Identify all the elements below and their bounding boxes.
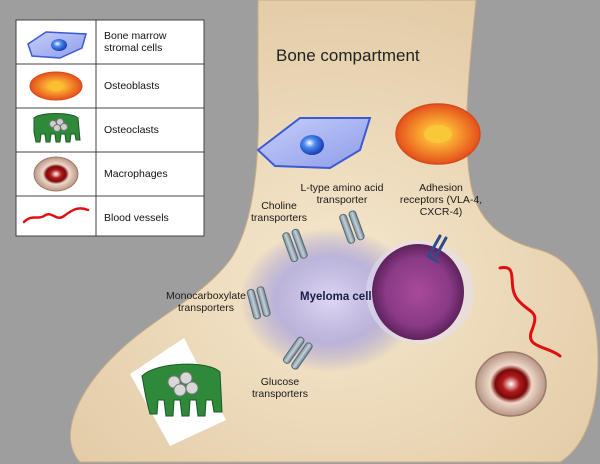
legend-label-osteoclast: Osteoclasts [104,124,159,136]
diagram-title: Bone compartment [276,46,420,65]
bone-marrow-stromal-cell-icon [27,31,87,59]
stromal-cell [256,117,372,170]
monocarboxylate-transporters-label: Monocarboxylate transporters [166,290,246,314]
glucose-transporters-label: Glucose transporters [251,376,309,400]
choline-transporter-shape [282,228,308,263]
legend-label-vessel: Blood vessels [104,212,169,224]
blood-vessel [498,266,562,358]
l-type-amino-acid-transporter-label: L-type amino acid transporter [300,182,384,206]
myeloma-cell-label: Myeloma cell [300,291,372,303]
legend [15,19,205,237]
monocarboxylate-transporter-shape [246,286,271,320]
legend-label-macrophage: Macrophages [104,168,168,180]
blood-vessel-icon [22,207,90,224]
osteoclast-icon [33,113,81,143]
osteoblast-cell [395,103,481,165]
l-type-transporter-shape [339,210,365,244]
myeloma-cell [240,228,474,372]
choline-transporters-label: Choline transporters [250,200,308,224]
osteoblast-icon [29,71,83,101]
legend-label-osteoblast: Osteoblasts [104,80,160,92]
adhesion-receptors-label: Adhesion receptors (VLA-4, CXCR-4) [399,182,483,218]
glucose-transporter-shape [282,336,313,370]
legend-label-stromal: Bone marrow stromal cells [104,30,167,54]
adhesion-receptor-shape [426,234,448,264]
macrophage-icon [33,156,79,192]
macrophage-cell [475,351,547,417]
osteoclast-cell [130,338,226,446]
